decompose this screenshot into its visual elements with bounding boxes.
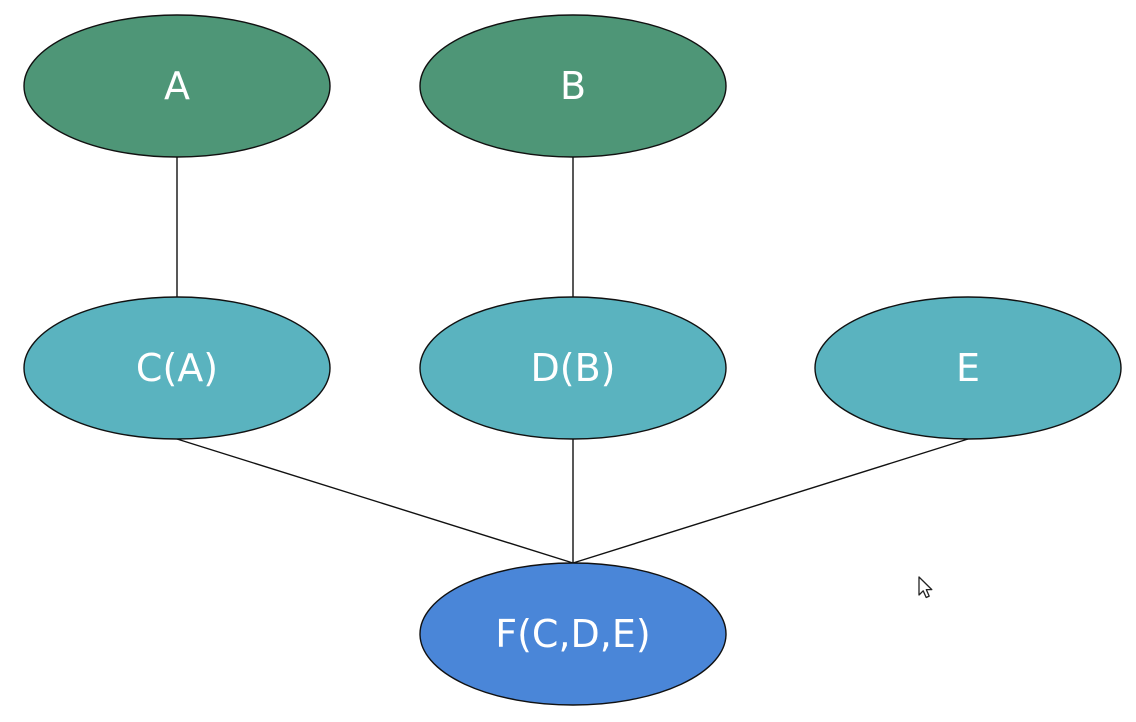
edge-e-f [572, 438, 969, 564]
node-a-label: A [164, 64, 190, 108]
nodes: A B C(A) D(B) E F(C,D,E) [23, 14, 1122, 706]
node-f-label: F(C,D,E) [495, 612, 650, 656]
node-d[interactable]: D(B) [419, 296, 727, 440]
node-d-label: D(B) [531, 346, 616, 390]
node-c-label: C(A) [136, 346, 218, 390]
edge-c-f [176, 438, 574, 564]
node-b-shape [419, 14, 727, 158]
node-b[interactable]: B [419, 14, 727, 158]
node-e[interactable]: E [814, 296, 1122, 440]
mouse-pointer-icon [918, 576, 933, 599]
node-a-shape [23, 14, 331, 158]
node-b-label: B [560, 64, 586, 108]
node-e-label: E [956, 346, 980, 390]
node-c[interactable]: C(A) [23, 296, 331, 440]
node-f[interactable]: F(C,D,E) [419, 562, 727, 706]
node-c-shape [23, 296, 331, 440]
node-f-shape [419, 562, 727, 706]
edges [176, 157, 969, 564]
node-e-shape [814, 296, 1122, 440]
node-a[interactable]: A [23, 14, 331, 158]
node-d-shape [419, 296, 727, 440]
